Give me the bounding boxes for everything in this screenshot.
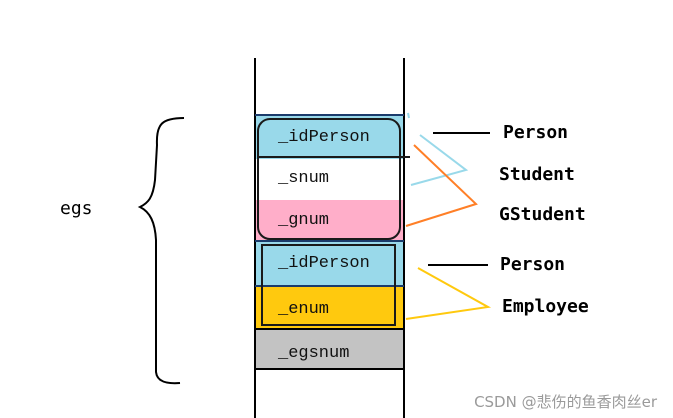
- watermark: CSDN @悲伤的鱼香肉丝er: [474, 393, 657, 411]
- field-idperson-1-fill: [255, 115, 404, 159]
- egs-brace: [137, 117, 185, 385]
- label-person-top: Person: [503, 122, 569, 143]
- field-snum-text: _snum: [278, 169, 330, 188]
- label-student: Student: [499, 164, 575, 185]
- employee-outline: [261, 244, 396, 326]
- field-gnum-fill: [255, 200, 404, 241]
- field-egsnum-fill: [255, 329, 404, 369]
- field-enum-fill: [255, 286, 404, 329]
- gstudent-outline: [257, 118, 401, 240]
- gstudent-connector: [405, 144, 478, 227]
- egs-label: egs: [60, 198, 93, 219]
- field-idperson-2-text: _idPerson: [278, 254, 370, 273]
- student-connector-tip: [407, 112, 410, 119]
- employee-connector: [405, 267, 492, 320]
- field-enum-text: _enum: [278, 300, 330, 319]
- field-egsnum-text: _egsnum: [278, 344, 350, 363]
- field-idperson-1-text: _idPerson: [278, 128, 370, 147]
- label-person-bottom: Person: [500, 254, 566, 275]
- label-gstudent: GStudent: [499, 204, 586, 225]
- field-idperson-2-fill: [255, 241, 404, 286]
- field-gnum-text: _gnum: [278, 211, 330, 230]
- student-connector: [410, 134, 469, 186]
- field-snum-fill: [255, 159, 404, 200]
- label-employee: Employee: [502, 296, 589, 317]
